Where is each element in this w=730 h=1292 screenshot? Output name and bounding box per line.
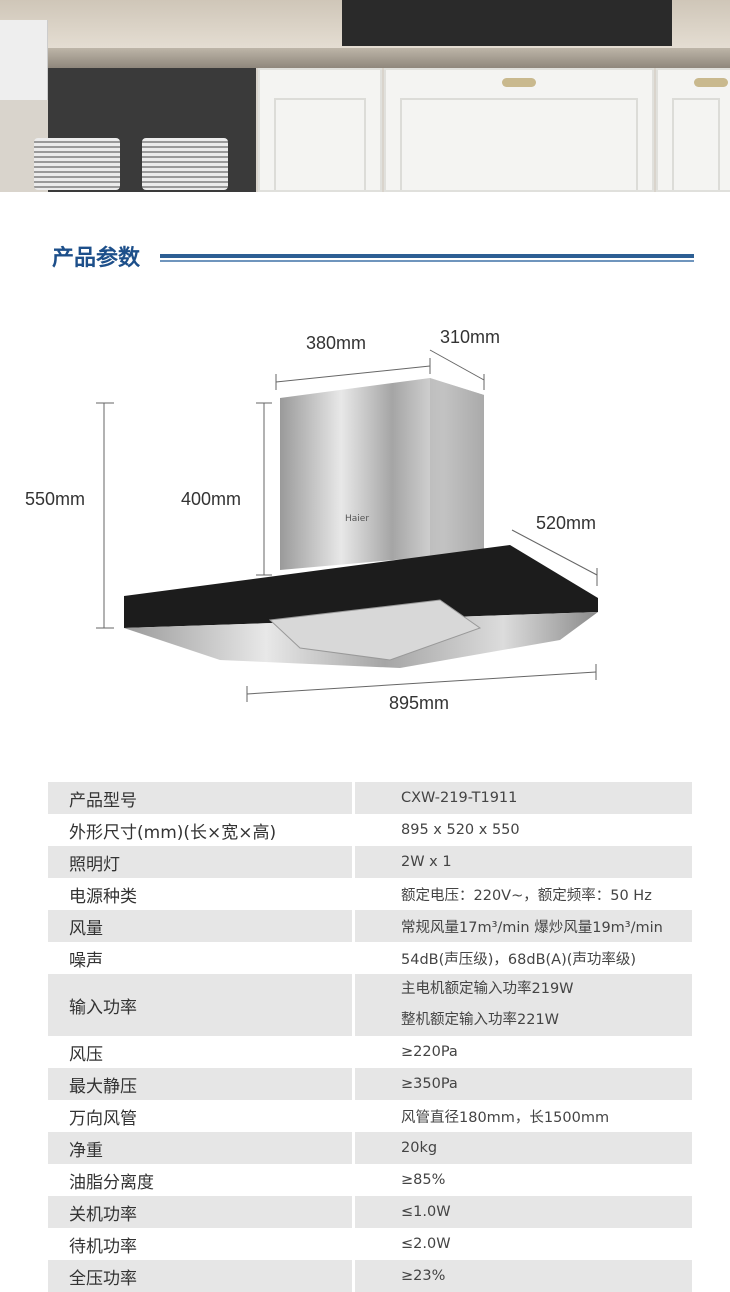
spec-value: ≥23% [355,1260,692,1292]
dimension-lines [96,349,598,702]
spec-value-line: 整机额定输入功率221W [401,1012,560,1028]
spec-value: CXW-219-T1911 [355,782,692,814]
open-shelf [34,68,256,192]
spec-label: 风量 [48,910,355,942]
spec-row: 风量常规风量17m³/min 爆炒风量19m³/min [48,910,692,942]
spec-row: 万向风管 风管直径180mm，长1500mm [48,1100,692,1132]
spec-label: 待机功率 [48,1228,355,1260]
spec-label: 关机功率 [48,1196,355,1228]
spec-row: 最大静压≥350Pa [48,1068,692,1100]
spec-row: 待机功率 ≤2.0W [48,1228,692,1260]
spec-value: 额定电压：220V~，额定频率：50 Hz [401,887,652,904]
spec-row: 电源种类 额定电压：220V~，额定频率：50 Hz [48,878,692,910]
spec-label: 油脂分离度 [48,1164,355,1196]
spec-value-line: 主电机额定输入功率219W [401,981,574,997]
spec-label: 外形尺寸(mm)(长×宽×高) [48,814,355,846]
spec-label: 万向风管 [48,1100,355,1132]
spec-label: 照明灯 [48,846,355,878]
kitchen-photo [0,0,730,192]
plates [142,138,228,190]
spec-value: 主电机额定输入功率219W 整机额定输入功率221W [355,974,692,1036]
spec-value: ≥220Pa [401,1044,458,1060]
dim-depth: 520mm [536,513,596,533]
spec-value: 54dB(声压级)，68dB(A)(声功率级) [401,951,637,968]
counter-edge [0,48,730,68]
spec-value: 895 x 520 x 550 [401,822,520,838]
gas-stove [342,0,672,46]
dim-chimney-height: 400mm [181,489,241,509]
dim-width-top: 380mm [306,333,366,353]
spec-value: 风管直径180mm，长1500mm [401,1109,610,1126]
title-divider [160,254,694,258]
spec-value: ≥85% [401,1172,446,1188]
spec-label: 电源种类 [48,878,355,910]
spec-label: 最大静压 [48,1068,355,1100]
spec-value: ≥350Pa [355,1068,692,1100]
cabinet-drawer [384,68,654,192]
towel [0,20,48,100]
spec-row: 风压 ≥220Pa [48,1036,692,1068]
spec-row: 输入功率 主电机额定输入功率219W 整机额定输入功率221W [48,974,692,1036]
glass-panel [124,545,598,628]
spec-row: 噪声 54dB(声压级)，68dB(A)(声功率级) [48,942,692,974]
dim-depth-top: 310mm [440,327,500,347]
spec-label: 净重 [48,1132,355,1164]
range-hood-diagram: Haier 380mm 310mm 550mm 400mm 520mm 895m… [25,327,598,713]
spec-value: 2W x 1 [355,846,692,878]
spec-row: 全压功率≥23% [48,1260,692,1292]
spec-label: 风压 [48,1036,355,1068]
dim-length: 895mm [389,693,449,713]
spec-value: 20kg [355,1132,692,1164]
spec-row: 油脂分离度 ≥85% [48,1164,692,1196]
brand-logo: Haier [345,514,369,524]
spec-value: ≤2.0W [401,1236,451,1252]
section-title: 产品参数 [52,246,141,271]
cabinet-drawer [656,68,730,192]
spec-value: ≤1.0W [355,1196,692,1228]
title-divider [160,260,694,262]
spec-row: 外形尺寸(mm)(长×宽×高) 895 x 520 x 550 [48,814,692,846]
spec-label: 输入功率 [48,974,355,1036]
spec-label: 全压功率 [48,1260,355,1292]
spec-row: 关机功率≤1.0W [48,1196,692,1228]
cabinet-door [258,68,382,192]
spec-label: 噪声 [48,942,355,974]
spec-value: 常规风量17m³/min 爆炒风量19m³/min [355,910,692,942]
spec-label: 产品型号 [48,782,355,814]
dim-total-height: 550mm [25,489,85,509]
plates [34,138,120,190]
